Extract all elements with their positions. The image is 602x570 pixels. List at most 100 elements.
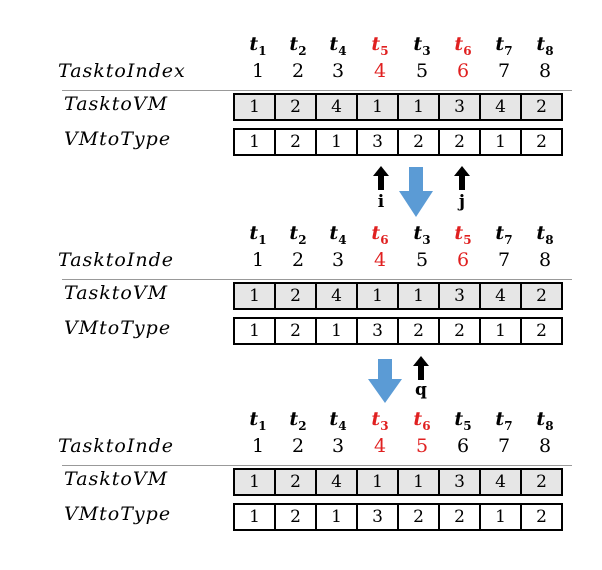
vm-cell: 4: [315, 470, 358, 494]
task-name: t: [495, 408, 505, 430]
task-subscript: 6: [463, 43, 472, 58]
type-cell: 2: [520, 130, 563, 154]
task-label: t8: [530, 408, 560, 433]
index-value: 5: [415, 249, 429, 271]
vm-cell: 2: [520, 470, 563, 494]
task-label: t7: [489, 222, 519, 247]
vm-cell: 3: [438, 470, 481, 494]
task-name: t: [249, 33, 259, 55]
task-name: t: [413, 33, 423, 55]
pointer-arrow-q: [413, 356, 429, 380]
task-subscript: 5: [463, 418, 472, 433]
task-label: t7: [489, 408, 519, 433]
pointer-label-j: j: [458, 192, 466, 212]
type-cell: 2: [274, 319, 317, 343]
task-name: t: [249, 222, 259, 244]
type-cell: 2: [397, 130, 440, 154]
separator-line: [62, 90, 572, 91]
task-name: t: [249, 408, 259, 430]
task-subscript: 8: [545, 232, 554, 247]
task-name: t: [454, 33, 464, 55]
task-name: t: [454, 222, 464, 244]
task-subscript: 4: [338, 232, 347, 247]
separator-line: [62, 279, 572, 280]
task-label: t2: [283, 408, 313, 433]
type-cell: 1: [315, 319, 358, 343]
task-label: t4: [323, 33, 353, 58]
task-name: t: [371, 222, 381, 244]
task-label: t6: [365, 222, 395, 247]
task-name: t: [413, 408, 423, 430]
index-value: 7: [497, 60, 511, 82]
task-subscript: 1: [258, 232, 267, 247]
vm-cell: 4: [315, 284, 358, 308]
task-subscript: 3: [422, 43, 431, 58]
index-value: 4: [373, 249, 387, 271]
task-label: t3: [407, 222, 437, 247]
task-name: t: [495, 222, 505, 244]
type-cell: 2: [397, 319, 440, 343]
task-name: t: [289, 408, 299, 430]
index-row-label: TasktoInde: [58, 249, 175, 271]
index-value: 5: [415, 435, 429, 457]
task-name: t: [536, 408, 546, 430]
index-value: 6: [456, 249, 470, 271]
task-label: t6: [448, 33, 478, 58]
vm-cell: 1: [235, 284, 276, 308]
task-label: t1: [243, 222, 273, 247]
index-value: 1: [251, 435, 265, 457]
vm-cell: 4: [479, 470, 522, 494]
vm-cell: 1: [235, 95, 276, 119]
task-name: t: [371, 33, 381, 55]
index-value: 5: [415, 60, 429, 82]
pointer-arrow-i: [373, 166, 389, 190]
type-cell: 2: [438, 130, 481, 154]
task-subscript: 1: [258, 43, 267, 58]
task-name: t: [329, 222, 339, 244]
vm-row-label: TasktoVM: [64, 93, 169, 115]
vm-cell: 1: [356, 95, 399, 119]
task-label: t3: [365, 408, 395, 433]
vm-cell: 1: [397, 470, 440, 494]
type-cell: 3: [356, 319, 399, 343]
type-cell: 1: [479, 319, 522, 343]
task-name: t: [289, 33, 299, 55]
task-label: t5: [365, 33, 395, 58]
task-subscript: 8: [545, 43, 554, 58]
vm-cell: 3: [438, 95, 481, 119]
flow-down-arrow-1: [399, 167, 433, 217]
vm-cell: 4: [479, 284, 522, 308]
type-cell: 1: [315, 130, 358, 154]
separator-line: [62, 465, 572, 466]
vm-cell: 4: [315, 95, 358, 119]
pointer-label-q: q: [415, 380, 427, 400]
type-cell: 3: [356, 130, 399, 154]
index-value: 7: [497, 435, 511, 457]
task-subscript: 3: [380, 418, 389, 433]
vm-cell: 1: [235, 470, 276, 494]
task-subscript: 2: [298, 418, 307, 433]
index-value: 3: [331, 249, 345, 271]
type-cell: 1: [235, 130, 276, 154]
type-cell: 2: [397, 505, 440, 529]
index-row-label: TasktoInde: [58, 435, 175, 457]
task-label: t7: [489, 33, 519, 58]
index-value: 1: [251, 60, 265, 82]
vm-cell: 2: [274, 470, 317, 494]
task-name: t: [413, 222, 423, 244]
type-cell: 2: [520, 319, 563, 343]
task-subscript: 4: [338, 43, 347, 58]
task-subscript: 4: [338, 418, 347, 433]
type-cell: 2: [520, 505, 563, 529]
task-subscript: 5: [463, 232, 472, 247]
index-value: 3: [331, 60, 345, 82]
index-row-label: TasktoIndex: [58, 60, 186, 82]
task-subscript: 1: [258, 418, 267, 433]
type-cell: 1: [235, 505, 276, 529]
index-value: 4: [373, 60, 387, 82]
task-name: t: [289, 222, 299, 244]
index-value: 6: [456, 435, 470, 457]
